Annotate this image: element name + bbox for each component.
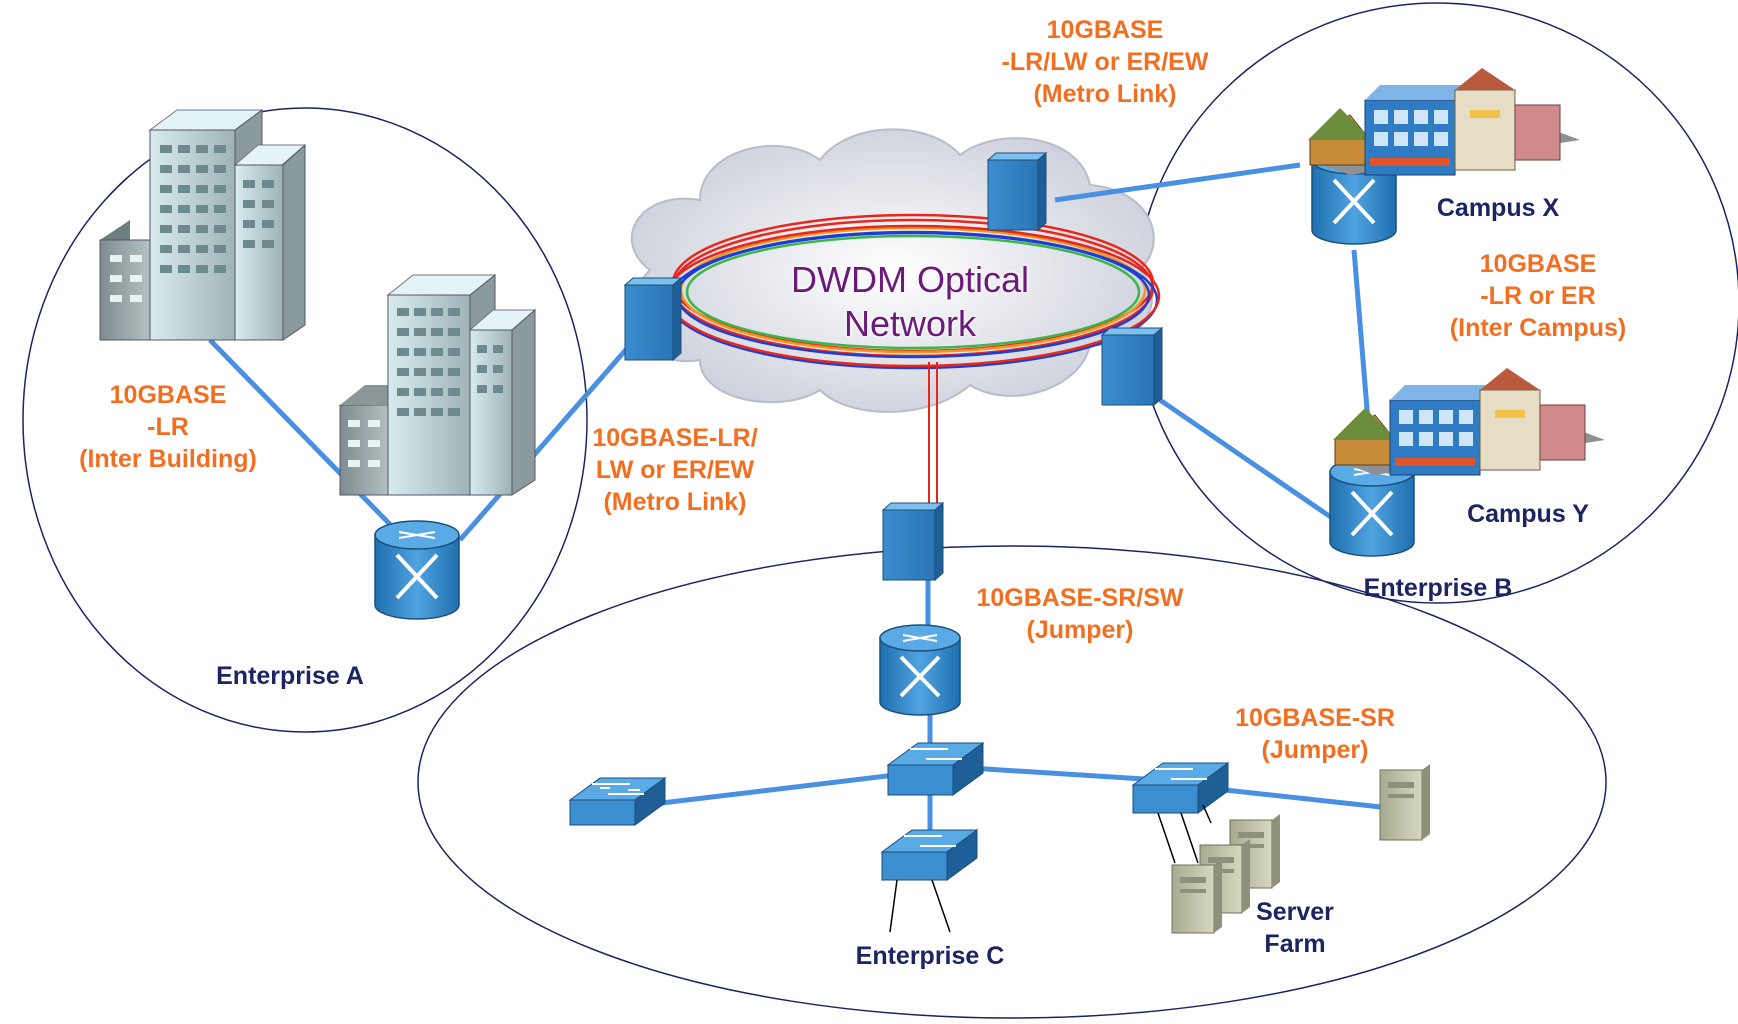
label-inter-building: 10GBASE -LR (Inter Building) <box>79 381 257 473</box>
optical-mux-icon <box>623 276 683 362</box>
server-icon <box>1171 859 1222 934</box>
campus-y-name: Campus Y <box>1467 500 1589 528</box>
label-metro-top: 10GBASE -LR/LW or ER/EW (Metro Link) <box>1001 16 1209 108</box>
switch-icon <box>1131 762 1230 864</box>
campus-buildings-icon <box>1333 368 1605 476</box>
label-sr-jumper: 10GBASE-SR (Jumper) <box>1235 704 1395 764</box>
enterprise-a-boundary <box>22 107 588 733</box>
router-icon <box>374 520 460 620</box>
campus-buildings-icon <box>1308 68 1580 176</box>
switch-icon <box>880 829 979 933</box>
link-metro-campus-x <box>1054 162 1301 203</box>
router-icon <box>879 624 961 716</box>
switch-icon <box>568 777 667 826</box>
link-switch-server <box>1224 787 1391 811</box>
link-router-a-metro <box>458 343 632 542</box>
office-building-icon <box>339 273 537 496</box>
optical-mux-icon <box>1100 326 1164 407</box>
label-metro-left: 10GBASE-LR/ LW or ER/EW (Metro Link) <box>592 424 758 516</box>
campus-x-name: Campus X <box>1436 194 1560 222</box>
enterprise-a-name: Enterprise A <box>216 662 364 690</box>
enterprise-c-boundary <box>417 545 1607 1019</box>
enterprise-c-name: Enterprise C <box>855 942 1005 970</box>
optical-mux-icon <box>881 501 945 582</box>
server-farm-name: Server Farm <box>1256 898 1334 958</box>
cloud-title: DWDM Optical Network <box>790 259 1029 344</box>
link-bldg1-router-a <box>208 338 417 552</box>
enterprise-b-name: Enterprise B <box>1363 574 1513 602</box>
fibre-drop <box>928 362 938 505</box>
label-sr-sw-jumper: 10GBASE-SR/SW (Jumper) <box>976 584 1184 644</box>
switch-icon <box>886 742 985 796</box>
label-inter-campus: 10GBASE -LR or ER (Inter Campus) <box>1449 250 1627 342</box>
office-building-icon <box>99 109 307 341</box>
server-icon <box>1379 764 1430 841</box>
link-core-server-switch <box>969 765 1161 783</box>
optical-mux-icon <box>986 151 1048 232</box>
link-metro-campus-y <box>1158 397 1337 523</box>
link-core-left-switch <box>644 772 896 808</box>
